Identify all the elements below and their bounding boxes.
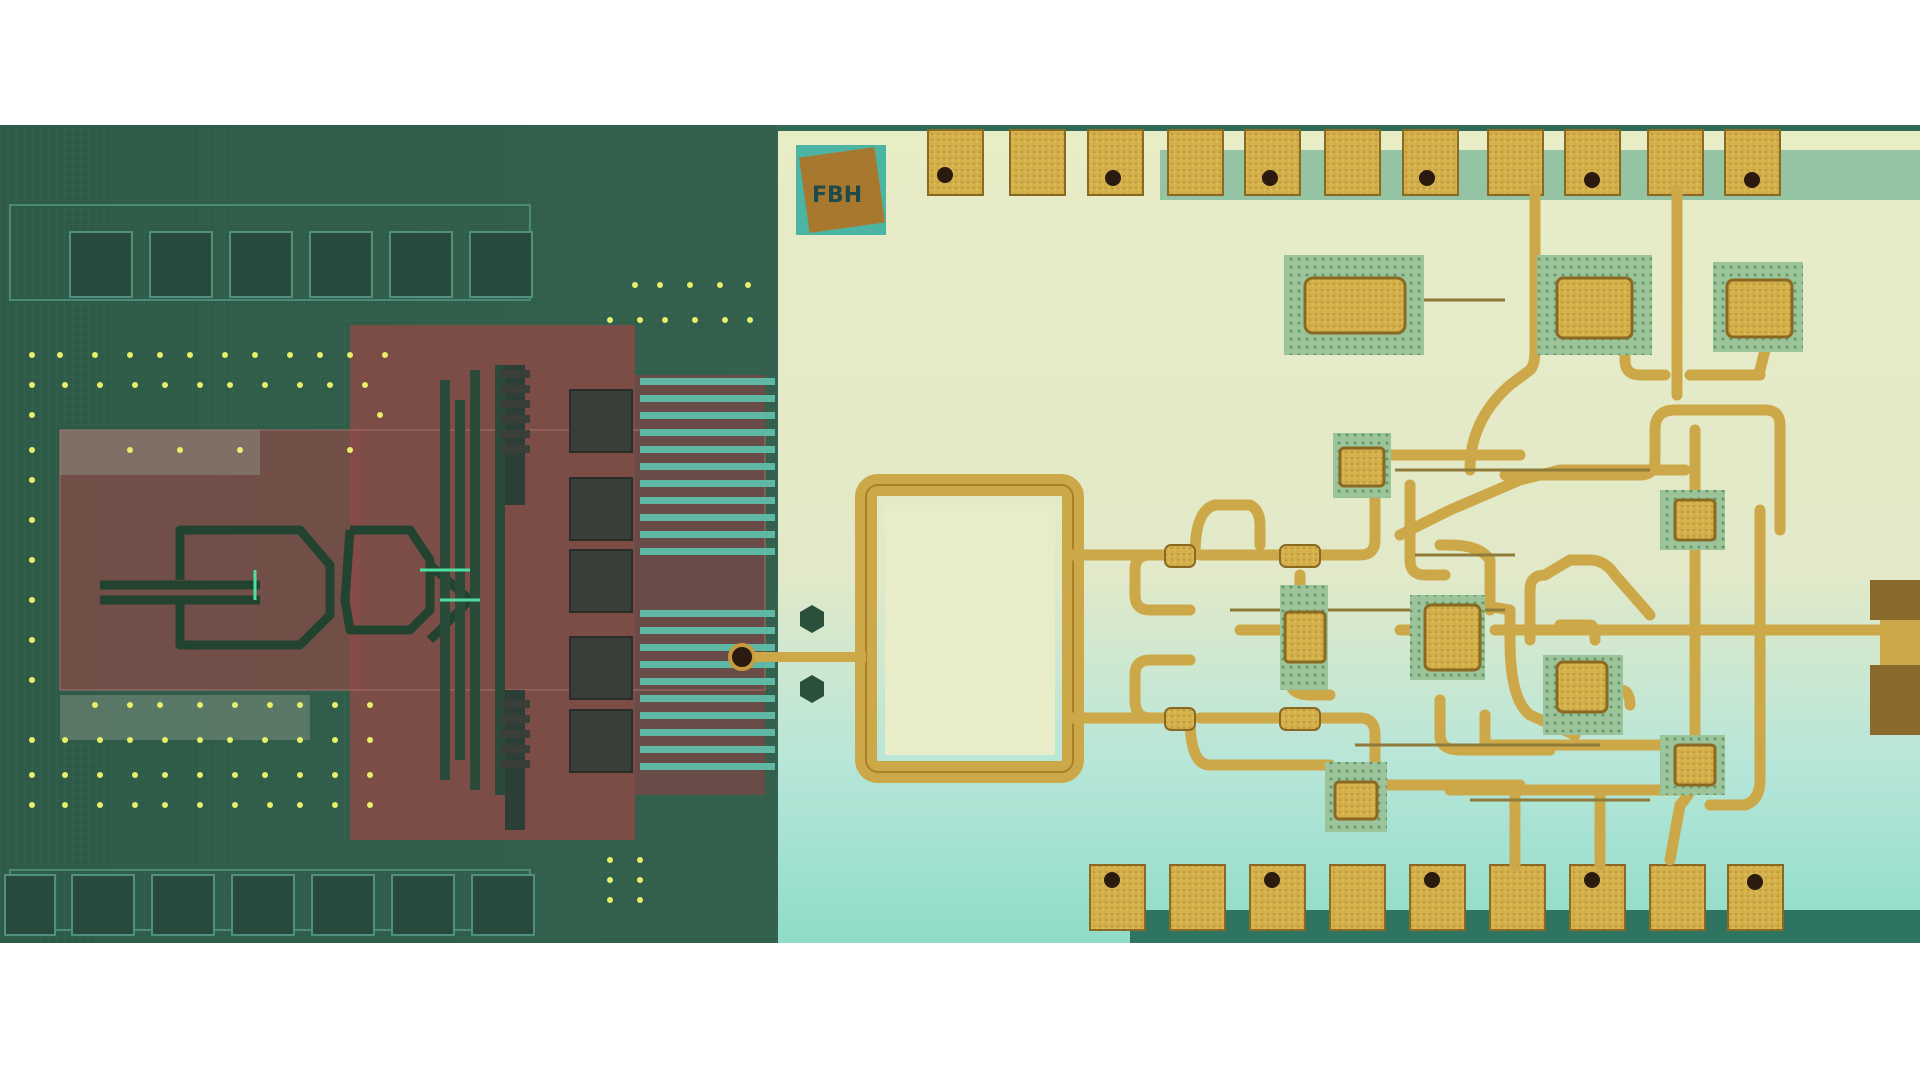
large-inductor bbox=[754, 474, 1084, 783]
logo-text: FBH bbox=[812, 183, 862, 208]
fbh-logo: FBH bbox=[796, 145, 886, 235]
top-pad-vias bbox=[937, 167, 1760, 188]
gate-combs bbox=[500, 370, 530, 768]
top-bond-pads bbox=[927, 129, 1781, 196]
green-highlights bbox=[253, 568, 480, 602]
left-bottom-pads bbox=[4, 874, 535, 936]
left-capacitor-pads bbox=[569, 389, 633, 773]
bottom-pad-vias bbox=[1104, 872, 1763, 890]
left-top-pads bbox=[69, 231, 533, 298]
teal-comb-bars bbox=[640, 378, 775, 770]
left-chip-die bbox=[0, 125, 780, 943]
rf-output-pad bbox=[1870, 580, 1920, 735]
small-resistors bbox=[1164, 544, 1321, 731]
yellow-vias bbox=[29, 282, 753, 903]
mim-capacitors bbox=[1280, 255, 1803, 832]
